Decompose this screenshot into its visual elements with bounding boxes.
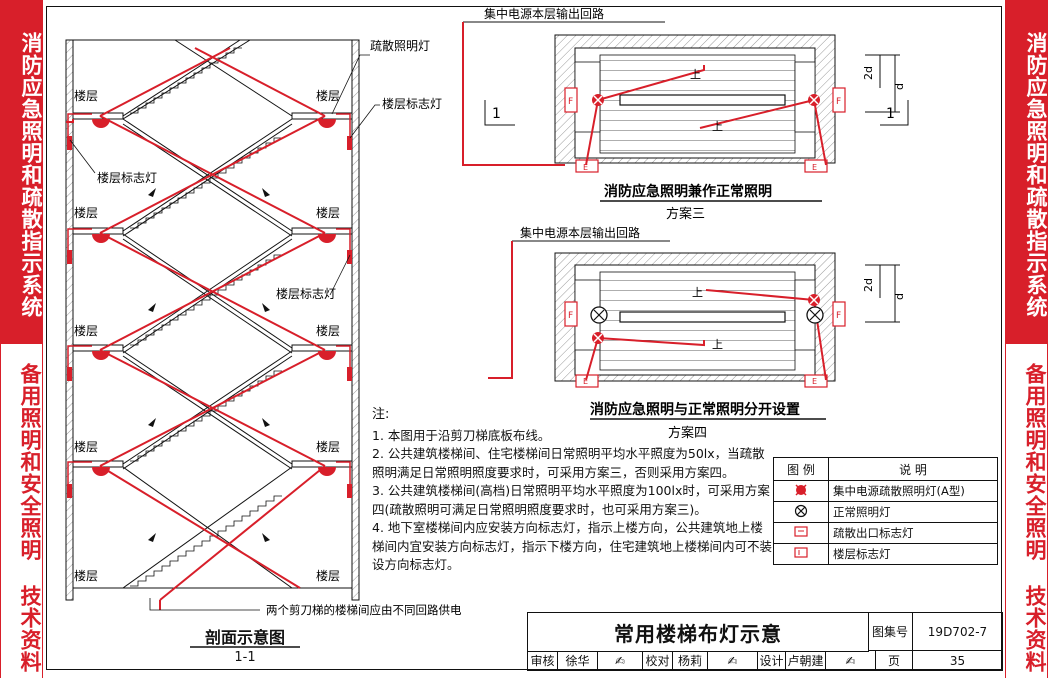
section-caption: 剖面示意图	[204, 628, 285, 647]
plan-a	[462, 21, 909, 173]
note-item: 1. 本图用于沿剪刀梯底板布线。	[372, 427, 551, 443]
sidebar-tab-technical-data[interactable]: 技术资料	[1005, 574, 1048, 678]
legend-table: 图 例 说 明 集中电源疏散照明灯(A型) 正常照明灯 疏散出口标志灯 楼层标志…	[773, 457, 998, 565]
plan-a-title: 消防应急照明兼作正常照明	[604, 183, 772, 200]
atlas-number: 19D702-7	[913, 613, 1003, 651]
title-block: 常用楼梯布灯示意 图集号 19D702-7 审核 徐华 ✍ 校对 杨莉 ✍ 设计…	[527, 612, 1003, 671]
section-view	[65, 39, 380, 611]
legend-header-desc: 说 明	[828, 457, 998, 481]
legend-header-symbol: 图 例	[773, 457, 829, 481]
check-name: 杨莉	[673, 651, 708, 671]
up-label: 上	[692, 286, 703, 299]
floor-label: 楼层	[316, 88, 340, 103]
plan-b	[488, 240, 900, 388]
floor-label: 楼层	[74, 439, 98, 454]
legend-desc: 集中电源疏散照明灯(A型)	[828, 480, 998, 502]
plan-b-subtitle: 方案四	[668, 425, 707, 441]
floor-label: 楼层	[316, 568, 340, 583]
dim-label: d	[893, 293, 906, 300]
notes: 注: 1. 本图用于沿剪刀梯底板布线。 2. 公共建筑楼梯间、住宅楼梯间日常照明…	[372, 406, 772, 575]
callout-dual-circuit: 两个剪刀梯的楼梯间应由不同回路供电	[266, 603, 462, 617]
review-signature: ✍	[598, 651, 643, 671]
design-signature: ✍	[826, 651, 876, 671]
callout-floor-sign: 楼层标志灯	[276, 286, 336, 301]
sidebar-tab-backup-lighting[interactable]: 备用照明和安全照明	[0, 344, 43, 574]
exit-sign-label: E	[812, 163, 817, 172]
drawing-frame	[46, 6, 1002, 670]
floor-label: 楼层	[74, 88, 98, 103]
floor-label: 楼层	[316, 205, 340, 220]
note-item: 2. 公共建筑楼梯间、住宅楼梯间日常照明平均水平照度为50lx，当疏散照明满足日…	[372, 446, 765, 480]
floor-sign-label: F	[836, 97, 841, 107]
dim-label: 2d	[862, 66, 875, 80]
drawing-title: 常用楼梯布灯示意	[528, 613, 869, 652]
review-name: 徐华	[558, 651, 598, 671]
exit-sign-icon	[773, 522, 829, 544]
floor-sign-label: F	[836, 311, 841, 321]
page-number: 35	[913, 651, 1003, 671]
up-label: 上	[712, 120, 723, 133]
plan-b-title: 消防应急照明与正常照明分开设置	[590, 401, 800, 418]
floor-sign-label: F	[568, 97, 573, 107]
callout-evac-light: 疏散照明灯	[370, 38, 430, 53]
section-mark: 1	[886, 106, 895, 122]
callout-floor-sign: 楼层标志灯	[97, 170, 157, 185]
exit-sign-label: E	[812, 377, 817, 386]
legend-desc: 正常照明灯	[828, 501, 998, 523]
dim-label: d	[893, 83, 906, 90]
check-label: 校对	[643, 651, 673, 671]
floor-label: 楼层	[316, 323, 340, 338]
plan-a-subtitle: 方案三	[666, 206, 705, 222]
note-item: 4. 地下室楼梯间内应安装方向标志灯，指示上楼方向，公共建筑地上楼梯间内宜安装方…	[372, 520, 773, 572]
legend-desc: 疏散出口标志灯	[828, 522, 998, 544]
sidebar-tab-backup-lighting[interactable]: 备用照明和安全照明	[1005, 344, 1048, 574]
check-signature: ✍	[708, 651, 758, 671]
exit-sign-label: E	[583, 377, 588, 386]
design-name: 卢朝建	[786, 651, 826, 671]
notes-heading: 注:	[372, 407, 390, 422]
floor-label: 楼层	[74, 323, 98, 338]
legend-desc: 楼层标志灯	[828, 543, 998, 565]
floor-sign-icon	[773, 543, 829, 565]
section-caption-sub: 1-1	[234, 650, 256, 665]
floor-label: 楼层	[74, 568, 98, 583]
floor-sign-label: F	[568, 311, 573, 321]
right-sidebar: 消防应急照明和疏散指示系统 备用照明和安全照明 技术资料	[1005, 0, 1048, 678]
page-label: 页	[876, 651, 913, 671]
atlas-label: 图集号	[868, 613, 913, 651]
dim-label: 2d	[862, 278, 875, 292]
sidebar-tab-emergency-lighting[interactable]: 消防应急照明和疏散指示系统	[1005, 0, 1048, 344]
circuit-label: 集中电源本层输出回路	[520, 225, 640, 240]
up-label: 上	[712, 338, 723, 351]
design-label: 设计	[758, 651, 786, 671]
normal-light-icon	[773, 501, 829, 523]
sidebar-tab-technical-data[interactable]: 技术资料	[0, 574, 43, 678]
floor-label: 楼层	[316, 439, 340, 454]
circuit-label: 集中电源本层输出回路	[484, 6, 604, 21]
floor-label: 楼层	[74, 205, 98, 220]
callout-floor-sign: 楼层标志灯	[382, 96, 442, 111]
section-mark: 1	[492, 106, 501, 122]
exit-sign-label: E	[583, 163, 588, 172]
up-label: 上	[690, 68, 701, 81]
central-power-evac-light-icon	[773, 480, 829, 502]
left-sidebar: 消防应急照明和疏散指示系统 备用照明和安全照明 技术资料	[0, 0, 43, 678]
note-item: 3. 公共建筑楼梯间(高档)日常照明平均水平照度为100lx时，可采用方案四(疏…	[372, 483, 770, 517]
review-label: 审核	[528, 651, 558, 671]
sidebar-tab-emergency-lighting[interactable]: 消防应急照明和疏散指示系统	[0, 0, 43, 344]
